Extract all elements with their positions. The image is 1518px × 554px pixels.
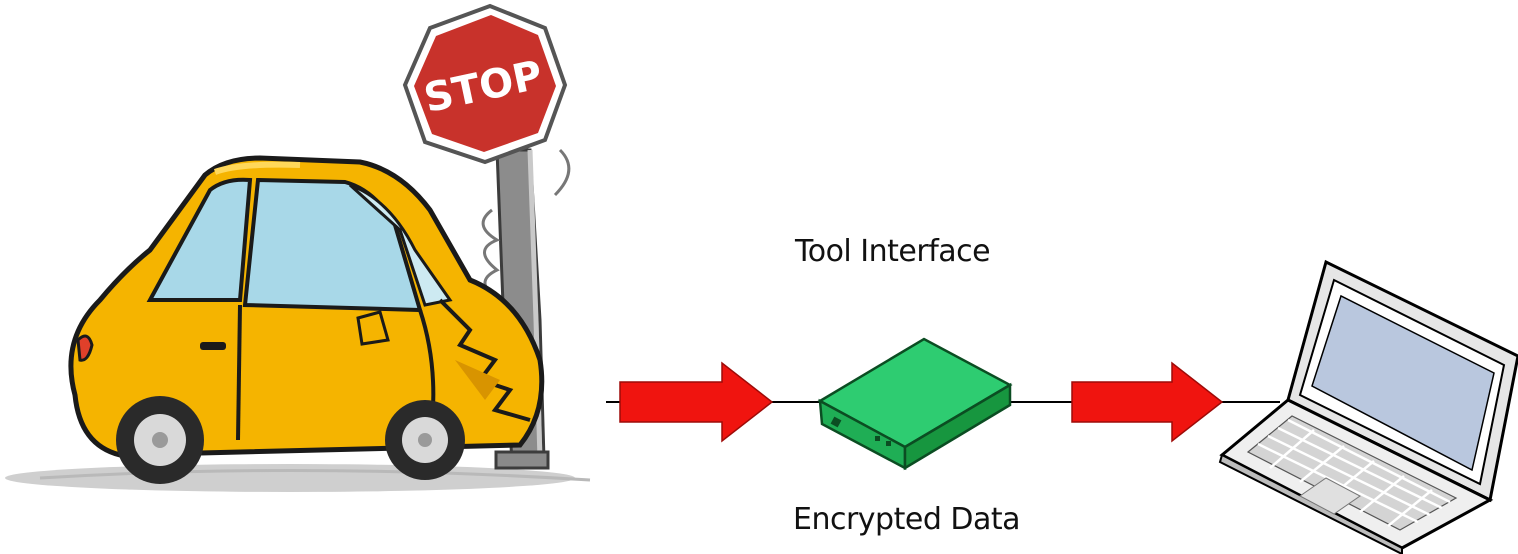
crashed-car-icon: STOP — [5, 3, 591, 492]
stop-sign-icon: STOP — [402, 3, 571, 470]
arrow-to-laptop — [1071, 361, 1224, 443]
tool-interface-label: Tool Interface — [795, 234, 991, 269]
encrypted-data-label: Encrypted Data — [793, 502, 1021, 537]
arrow-to-device — [619, 361, 774, 443]
network-device-icon — [817, 337, 1013, 471]
laptop-icon — [1218, 259, 1518, 554]
